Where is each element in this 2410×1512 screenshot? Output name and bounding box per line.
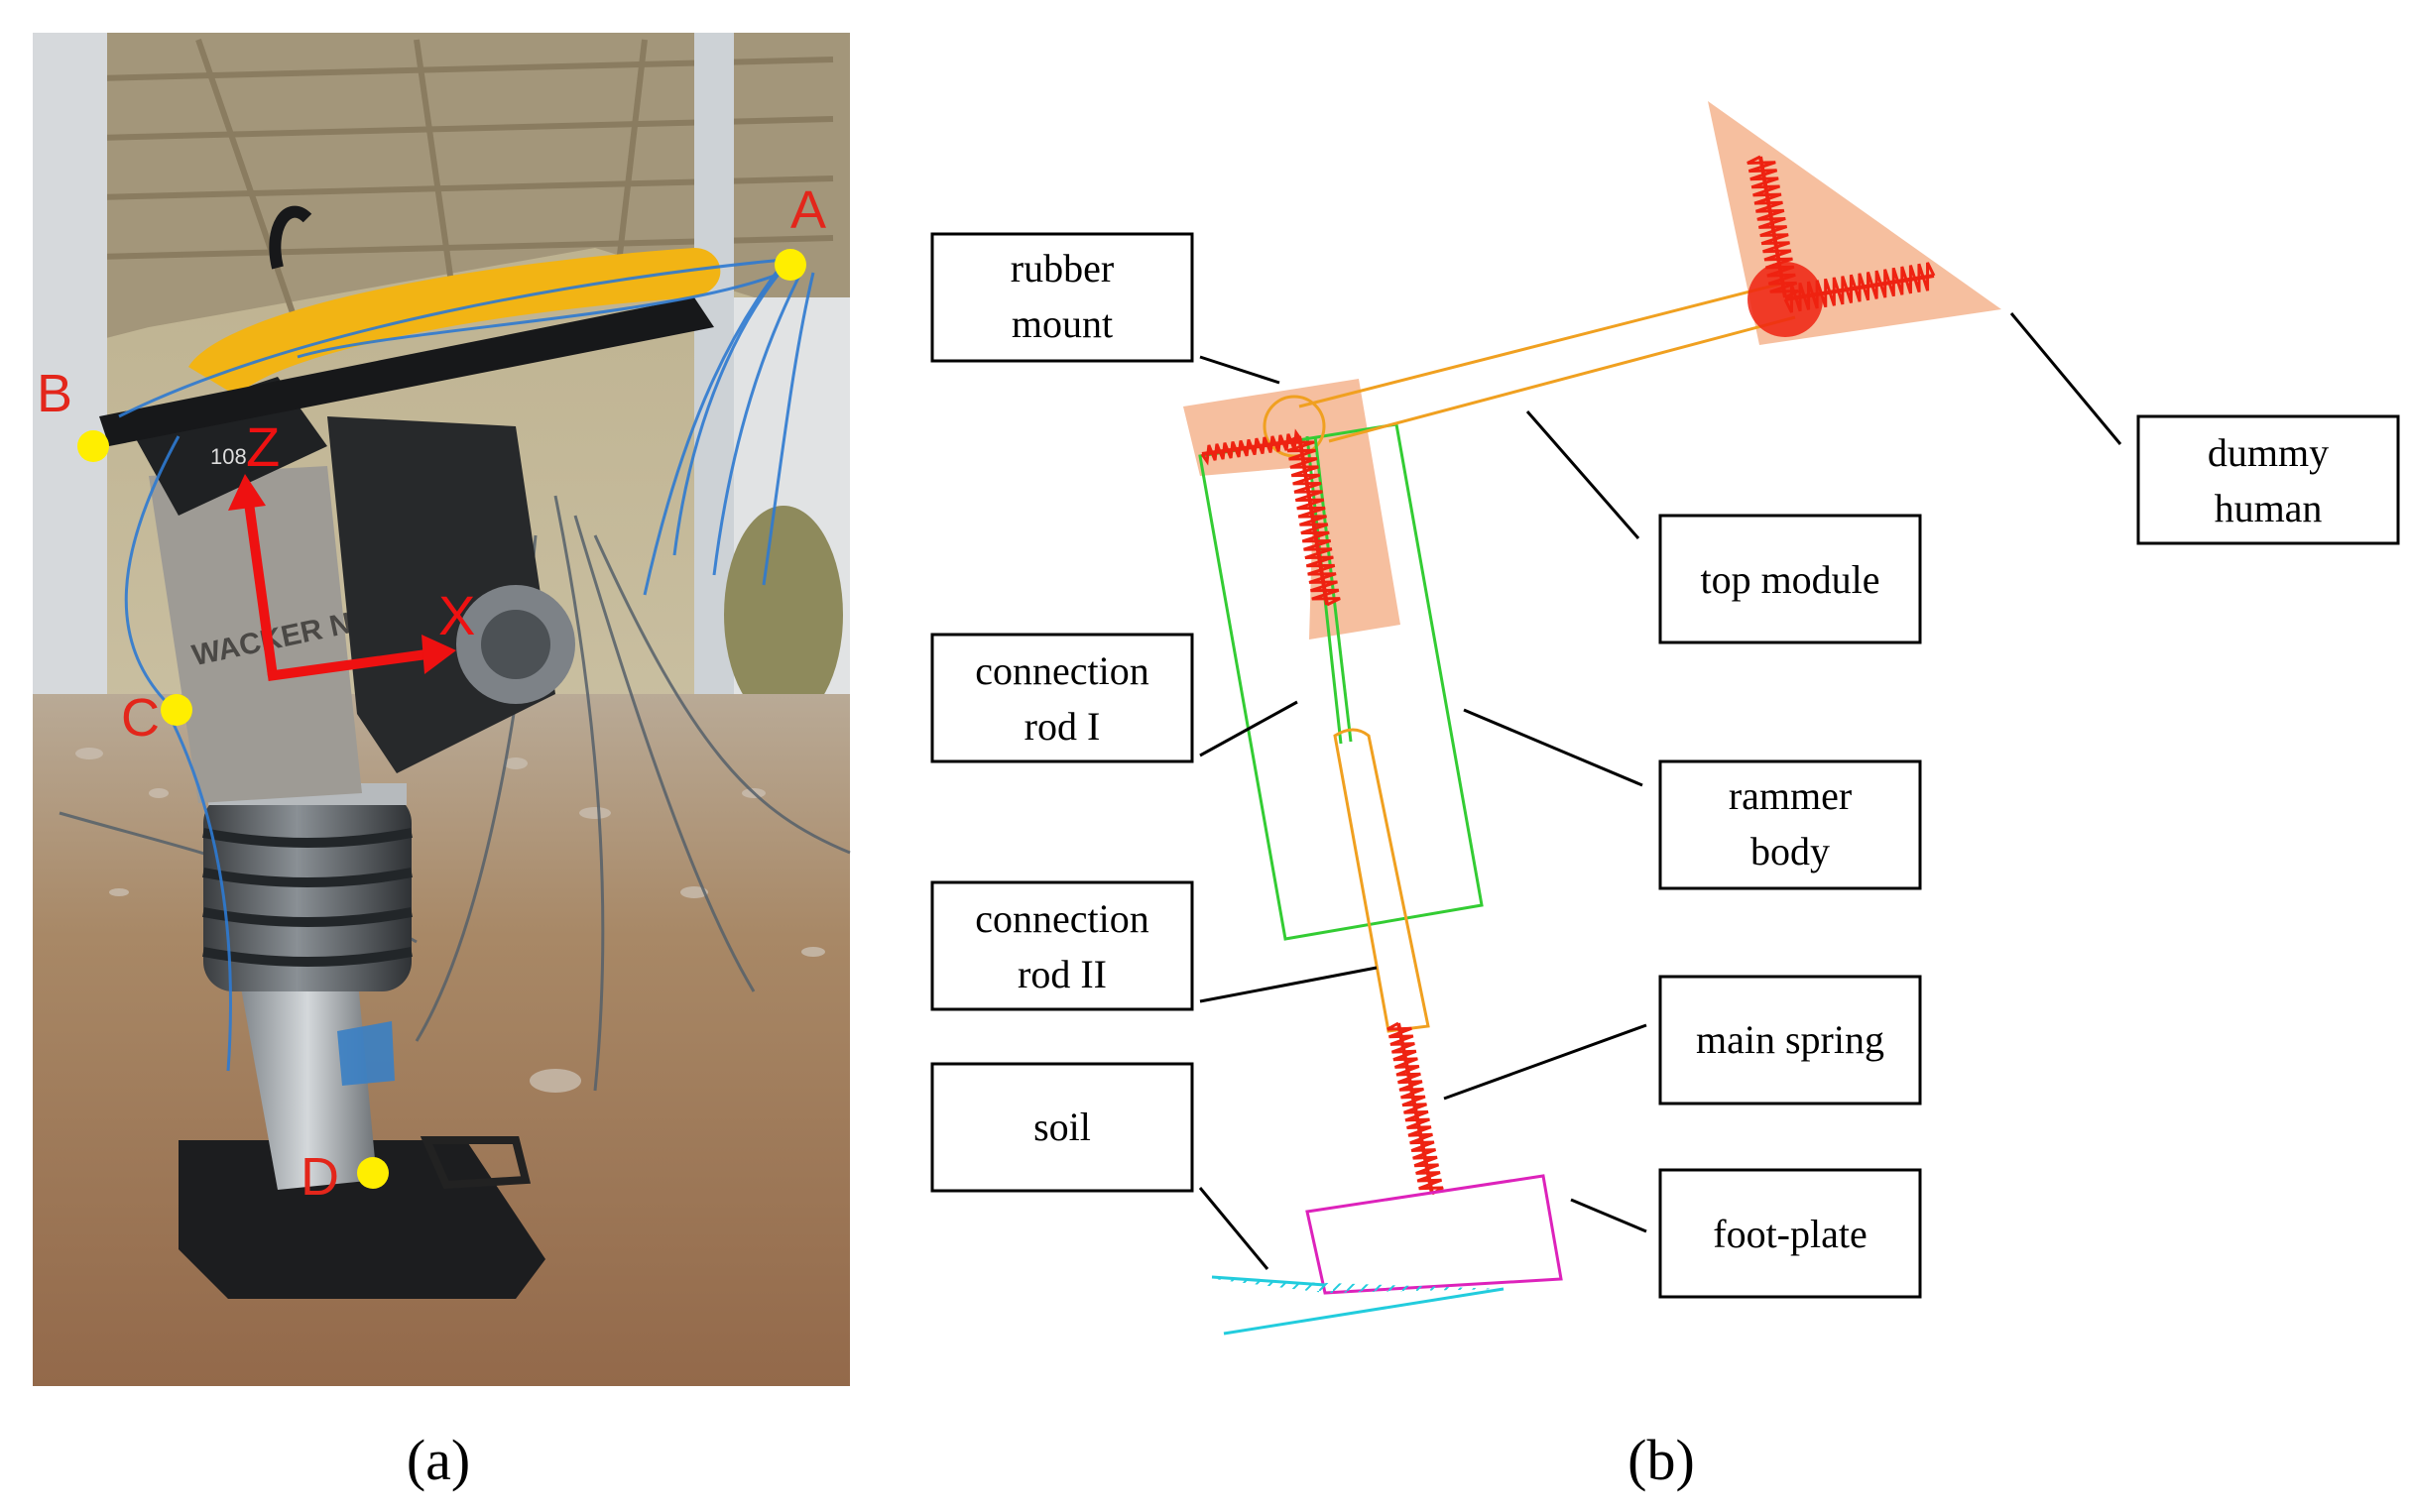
label-dummy-human: dummy human — [2136, 414, 2400, 545]
handle-grip — [99, 297, 714, 446]
photo-panel: WACKER NEUSON 108 Z X A — [33, 33, 851, 1386]
mount-spring-horizontal-core — [1201, 438, 1302, 456]
svg-text:rammer: rammer — [1729, 773, 1852, 818]
svg-text:human: human — [2215, 486, 2323, 530]
caption-b: (b) — [1627, 1428, 1695, 1492]
svg-text:connection: connection — [975, 896, 1149, 941]
leg-tape — [337, 1021, 395, 1086]
label-soil: soil — [930, 1062, 1194, 1193]
label-rubber-mount: rubber mount — [930, 232, 1194, 363]
x-arrow-head — [422, 635, 456, 674]
soil-shape — [1211, 1275, 1505, 1336]
rammer-bellows — [202, 783, 413, 991]
point-c-label: C — [121, 688, 160, 748]
label-connection-rod-1: connection rod I — [930, 633, 1194, 763]
wire-bundle — [118, 256, 815, 1072]
point-a-marker — [775, 249, 806, 281]
point-b-marker — [77, 430, 109, 462]
measurement-points: A B C D — [37, 180, 826, 1207]
svg-text:soil: soil — [1033, 1105, 1091, 1149]
z-arrow-head — [228, 474, 266, 511]
x-axis-label: X — [438, 584, 475, 646]
svg-text:rod II: rod II — [1018, 952, 1107, 996]
svg-text:foot-plate: foot-plate — [1713, 1212, 1868, 1256]
foot-plate-bracket — [420, 1136, 532, 1190]
z-axis-label: Z — [246, 415, 280, 478]
label-main-spring: main spring — [1658, 975, 1922, 1105]
rammer-leg — [238, 972, 377, 1190]
rammer-body-shape — [1198, 422, 1484, 941]
label-connection-rod-2: connection rod II — [930, 880, 1194, 1011]
foot-plate-shape — [1305, 1174, 1563, 1295]
svg-text:rod I: rod I — [1024, 704, 1101, 749]
label-rammer-body: rammer body — [1658, 759, 1922, 890]
machine-tag: 108 — [210, 444, 247, 469]
label-foot-plate: foot-plate — [1658, 1168, 1922, 1299]
svg-text:main spring: main spring — [1696, 1017, 1884, 1062]
svg-text:body: body — [1750, 829, 1830, 873]
point-b-label: B — [37, 364, 72, 423]
svg-text:dummy: dummy — [2208, 430, 2329, 475]
bush — [724, 506, 843, 724]
rammer-casing — [149, 466, 362, 803]
caption-a: (a) — [407, 1428, 470, 1492]
connection-rod-2-shape — [1333, 728, 1430, 1033]
svg-text:rubber: rubber — [1011, 246, 1114, 291]
point-d-marker — [357, 1157, 389, 1189]
main-spring-coil-core — [1396, 1022, 1434, 1195]
point-a-label: A — [790, 180, 826, 240]
point-d-label: D — [301, 1147, 339, 1207]
tent-pole-left — [33, 33, 107, 717]
rubber-mount-shape — [1183, 379, 1400, 640]
svg-text:connection: connection — [975, 648, 1149, 693]
label-top-module: top module — [1658, 514, 1922, 644]
svg-text:mount: mount — [1012, 301, 1113, 346]
handle-bar — [269, 205, 312, 270]
leader-lines — [1198, 312, 2122, 1270]
coordinate-axes: Z X — [228, 415, 475, 681]
schematic-panel: rubber mount dummy human top module conn… — [930, 101, 2400, 1336]
dummy-hub — [1747, 262, 1823, 337]
svg-text:top module: top module — [1700, 557, 1879, 602]
point-c-marker — [161, 694, 192, 726]
mount-spring-vertical-core — [1297, 435, 1329, 606]
top-module-shape — [1263, 281, 1796, 458]
rammer-foot-plate — [179, 1140, 545, 1299]
